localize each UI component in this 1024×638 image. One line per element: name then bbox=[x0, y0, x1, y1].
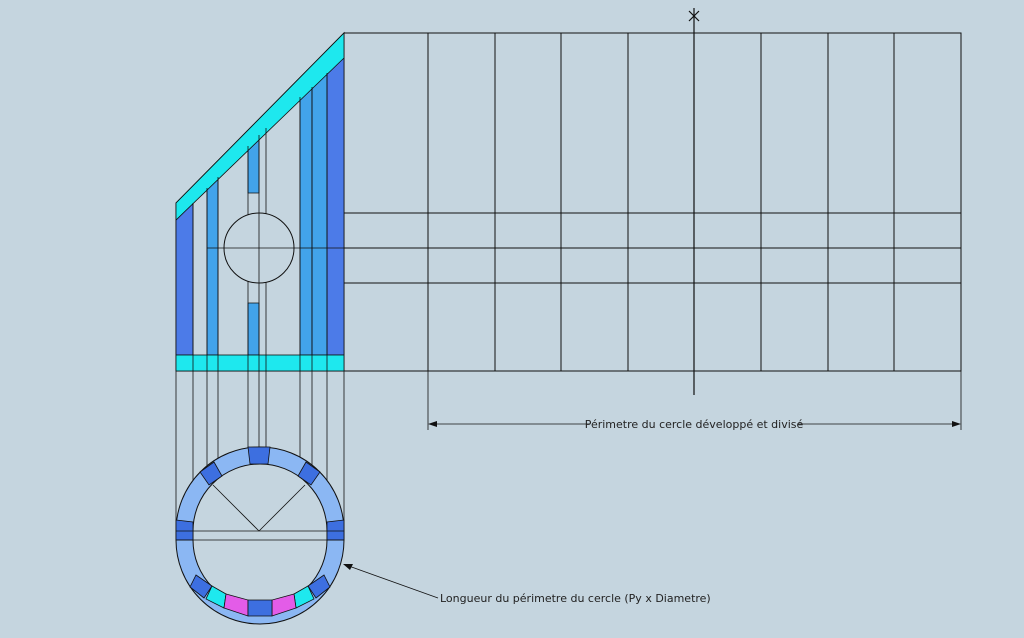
perimeter-length-leader bbox=[343, 564, 439, 599]
perimeter-length-label: Longueur du périmetre du cercle (Py x Di… bbox=[440, 592, 711, 605]
symmetry-axis bbox=[688, 8, 700, 395]
perimeter-developed-label: Périmetre du cercle développé et divisé bbox=[585, 418, 804, 431]
cylinder-plan-view bbox=[175, 446, 345, 625]
cylinder-elevation bbox=[175, 31, 345, 372]
perimeter-dimension bbox=[428, 421, 961, 427]
